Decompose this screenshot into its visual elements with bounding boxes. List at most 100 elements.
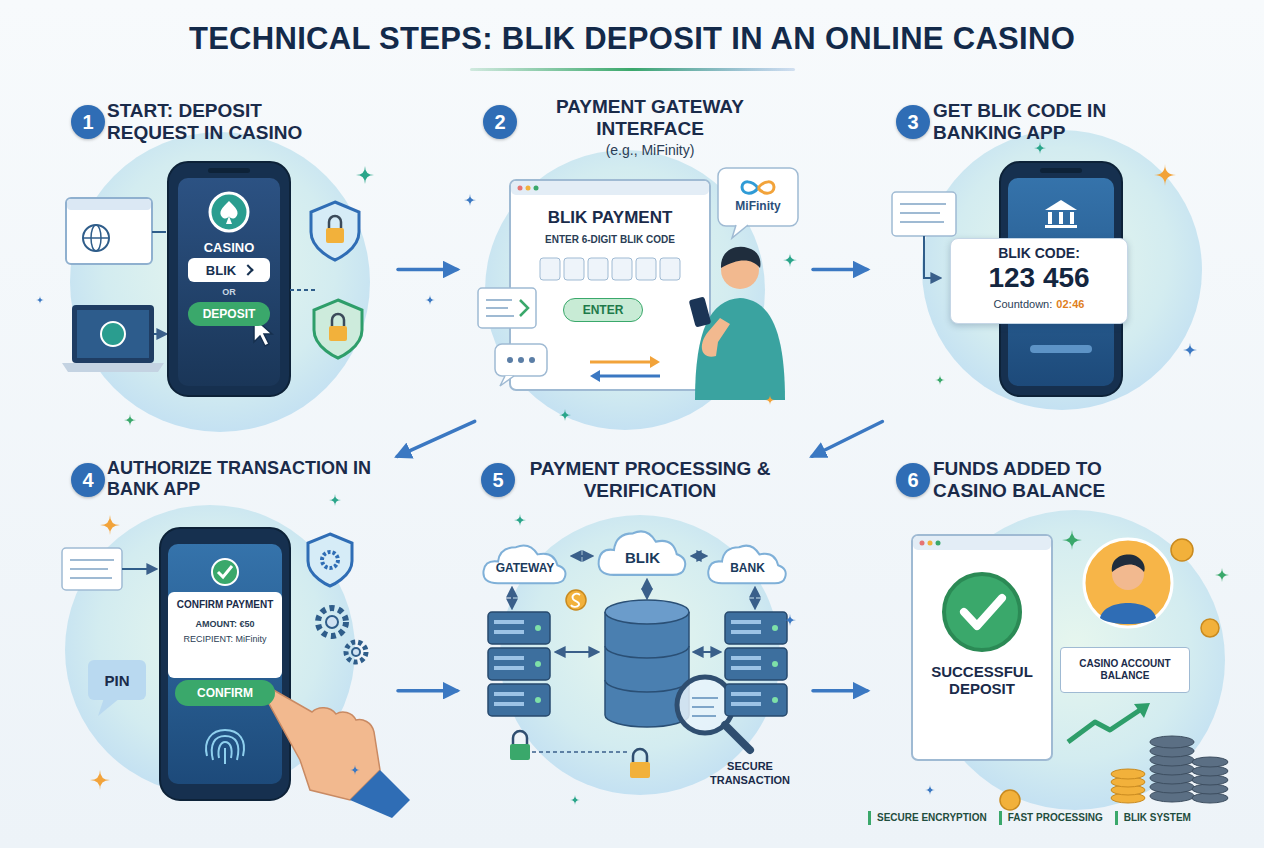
step4-illustration: [212, 559, 238, 585]
step6-illustration: [944, 574, 1020, 650]
step5-illustration: [566, 590, 586, 610]
node-label: CONFIRM PAYMENT: [172, 599, 278, 611]
step6-illustration: [913, 536, 1051, 550]
node-label: AMOUNT: €50: [172, 619, 278, 630]
step2-illustration: [511, 181, 709, 195]
step4-illustration: [326, 616, 338, 628]
step4-illustration: [352, 648, 360, 656]
step4-illustration: [206, 730, 244, 764]
confirm-card: CONFIRM PAYMENTAMOUNT: €50RECIPIENT: MiF…: [168, 592, 282, 678]
step4-illustration: [350, 770, 410, 818]
step-number: 1: [71, 105, 105, 139]
step-number: 4: [71, 463, 105, 497]
step1-illustration: [62, 363, 164, 372]
step3-illustration: [924, 236, 940, 278]
step1-illustration: [220, 201, 237, 224]
step4-illustration: [98, 698, 120, 716]
sparkle: [1062, 530, 1082, 550]
flow-arrow: [398, 689, 457, 693]
step6-illustration: [964, 598, 1002, 626]
sparkle: [559, 409, 571, 421]
step4-illustration: [62, 548, 122, 590]
step2-illustration: [758, 182, 774, 193]
step3-illustration: [892, 130, 1202, 410]
sparkle: [925, 785, 935, 795]
step1-illustration: [332, 314, 344, 326]
step-heading: GET BLIK CODE IN BANKING APP: [933, 100, 1173, 144]
step3-illustration: [892, 192, 956, 236]
enter-button: ENTER: [563, 298, 643, 322]
flow-arrow: [398, 268, 457, 272]
step3-illustration: [1059, 212, 1063, 224]
server-slot: [731, 620, 761, 624]
node-label: OR: [178, 287, 280, 297]
balance-card: CASINO ACCOUNT BALANCE: [1060, 647, 1190, 693]
node-label: CASINO ACCOUNT BALANCE: [1065, 658, 1185, 682]
server-slot: [494, 692, 524, 696]
sparkle: [784, 614, 796, 626]
step2-illustration: [518, 186, 523, 191]
server-slot: [494, 656, 524, 660]
server-slot: [731, 692, 761, 696]
node-label: BLIK PAYMENT: [510, 208, 710, 228]
step5-illustration: [630, 762, 650, 778]
sparkle: [425, 295, 435, 305]
step6-illustration: [912, 535, 1052, 760]
sparkle: [356, 166, 374, 184]
chevron-icon: [243, 264, 254, 275]
step2-illustration: [534, 186, 539, 191]
step-panel: 4AUTHORIZE TRANSACTION IN BANK APPCONFIR…: [55, 452, 390, 837]
sparkle: [1034, 142, 1046, 154]
step2-illustration: [689, 296, 712, 327]
step2-illustration: [564, 258, 584, 280]
step5-illustration: [694, 651, 720, 653]
server-slot: [731, 666, 761, 670]
legend: SECURE ENCRYPTIONFAST PROCESSINGBLIK SYS…: [868, 811, 1191, 825]
server-unit: [488, 648, 550, 680]
node-label: ENTER: [583, 303, 624, 317]
step3-illustration: [1040, 168, 1082, 173]
server-unit: [725, 684, 787, 716]
step6-illustration: [1000, 790, 1020, 810]
legend-item: BLIK SYSTEM: [1115, 811, 1191, 825]
step5-illustration: [513, 731, 527, 744]
step4-illustration: [308, 534, 352, 586]
step2-illustration: [518, 357, 524, 363]
node-label: BLIK: [625, 549, 660, 566]
step2-illustration: [495, 344, 547, 376]
step2-illustration: [526, 186, 531, 191]
step2-illustration: [636, 258, 656, 280]
step2-illustration: [660, 258, 680, 280]
node-label: SUCCESSFUL DEPOSIT: [920, 663, 1044, 698]
server-led: [535, 661, 541, 667]
step-number: 2: [483, 105, 517, 139]
step5-illustration: [599, 531, 686, 574]
step4-illustration: [62, 505, 410, 818]
chip-stack: [1150, 736, 1194, 748]
node-label: BLIK CODE:: [951, 245, 1127, 262]
deposit-button: DEPOSIT: [188, 302, 270, 326]
step5-illustration: [511, 588, 513, 608]
server-unit: [488, 612, 550, 644]
step1-illustration: [290, 289, 318, 291]
step3-illustration: [1070, 212, 1074, 224]
step1-illustration: [208, 168, 250, 173]
node-label: ENTER 6-DIGIT BLIK CODE: [510, 234, 710, 246]
server-slot: [494, 630, 524, 634]
server-slot: [731, 630, 761, 634]
step5-illustration: [532, 751, 628, 753]
step1-illustration: [83, 237, 109, 239]
sparkle: [570, 795, 580, 805]
step2-illustration: [718, 168, 798, 226]
step1-illustration: [66, 198, 152, 264]
sparkle: [350, 765, 360, 775]
step-subheading: (e.g., MiFinity): [515, 142, 785, 159]
diagram-title: TECHNICAL STEPS: BLIK DEPOSIT IN AN ONLI…: [0, 20, 1264, 57]
step1-illustration: [101, 322, 125, 346]
step4-illustration: [224, 748, 226, 764]
step-panel: 1START: DEPOSIT REQUEST IN CASINOCASINOO…: [55, 88, 390, 418]
step4-illustration: [168, 544, 282, 784]
step5-illustration: [510, 744, 530, 760]
node-label: Countdown:: [994, 298, 1053, 310]
